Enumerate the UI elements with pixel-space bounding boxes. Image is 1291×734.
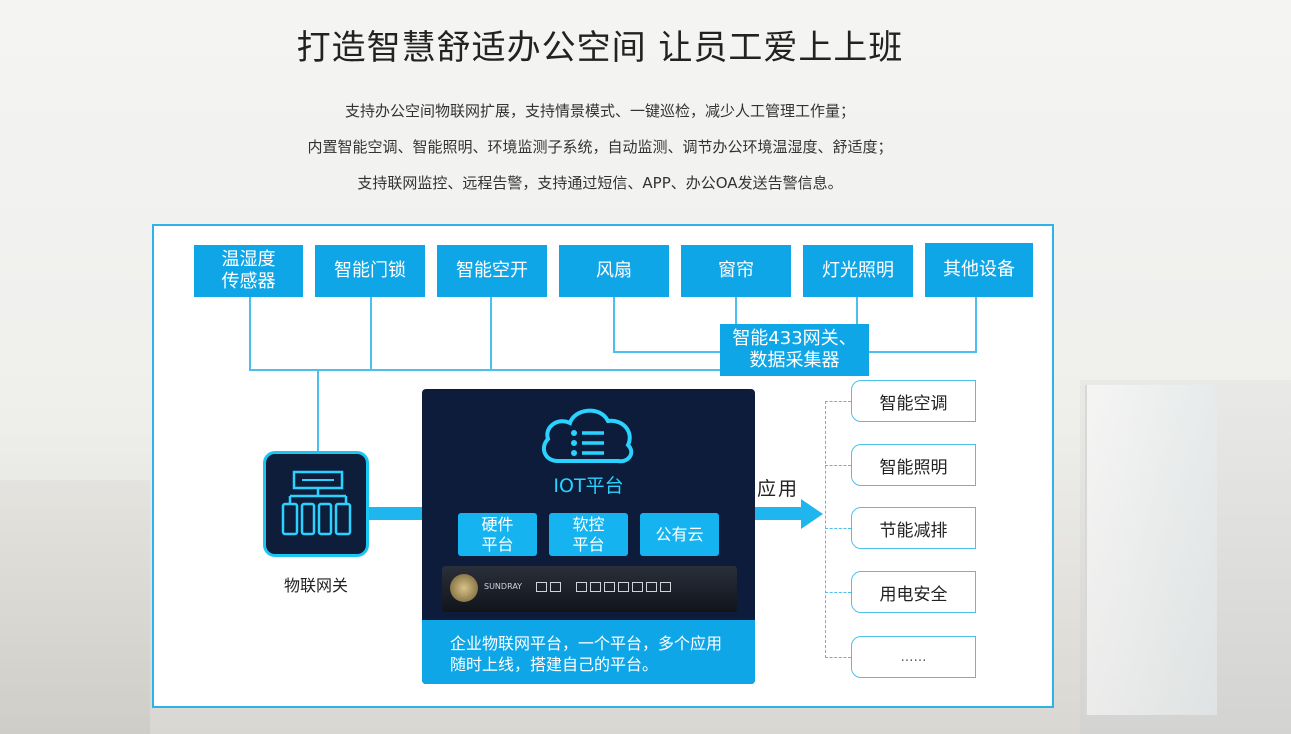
description-line-1: 支持办公空间物联网扩展，支持情景模式、一键巡检，减少人工管理工作量；	[344, 102, 855, 120]
footer-line-1: 企业物联网平台，一个平台，多个应用	[450, 634, 723, 653]
application-tree-line	[825, 401, 826, 658]
connector-line	[317, 369, 319, 451]
module-label: 公有云	[655, 524, 704, 544]
connector-line	[868, 351, 976, 353]
application-smart-ac: 智能空调	[851, 380, 976, 422]
iot-gateway-label: 物联网关	[283, 576, 348, 595]
module-label: 软控	[572, 514, 605, 534]
port-icon	[646, 582, 657, 592]
device-temp-humidity-sensor: 温湿度 传感器	[194, 245, 303, 297]
iot-platform-panel: IOT平台 硬件 平台 软控 平台 公有云 SUNDRAY 企业物联网平台，一个…	[422, 389, 755, 684]
device-fan: 风扇	[559, 245, 669, 297]
device-label: 窗帘	[718, 260, 754, 281]
device-label: 传感器	[221, 271, 276, 292]
port-icon	[590, 582, 601, 592]
application-tree-branch	[825, 528, 851, 529]
gateway-433-collector: 智能433网关、 数据采集器	[720, 324, 869, 376]
application-tree-branch	[825, 401, 851, 402]
port-icon	[576, 582, 587, 592]
device-label: 智能空开	[456, 260, 528, 281]
page-title: 打造智慧舒适办公空间 让员工爱上上班	[296, 28, 904, 68]
application-more: ……	[851, 636, 976, 678]
gateway-433-label: 智能433网关、	[732, 328, 857, 349]
cloud-icon	[541, 408, 634, 464]
port-icon	[604, 582, 615, 592]
application-arrow-shaft	[755, 507, 803, 520]
gateway-server-icon	[281, 470, 352, 536]
module-public-cloud: 公有云	[640, 513, 719, 556]
description-line-2: 内置智能空调、智能照明、环境监测子系统，自动监测、调节办公环境温湿度、舒适度；	[307, 138, 893, 156]
device-curtain: 窗帘	[681, 245, 791, 297]
application-tree-branch	[825, 592, 851, 593]
background-glass-door	[1085, 385, 1217, 715]
iot-gateway-icon	[263, 451, 369, 557]
application-tree-branch	[825, 657, 851, 658]
device-label: 智能门锁	[334, 260, 406, 281]
application-tree-branch	[825, 465, 851, 466]
module-software-platform: 软控 平台	[549, 513, 628, 556]
device-brand: SUNDRAY	[484, 582, 523, 591]
module-label: 平台	[481, 534, 514, 554]
iot-platform-label: IOT平台	[553, 475, 624, 497]
application-arrow-head-icon	[801, 499, 823, 529]
connector-line	[370, 297, 372, 370]
applications-title: 应用	[757, 478, 800, 500]
footer-line-2: 随时上线，搭建自己的平台。	[450, 655, 659, 674]
gateway-433-label: 数据采集器	[749, 350, 840, 371]
device-other: 其他设备	[925, 243, 1033, 297]
device-label: 其他设备	[943, 259, 1015, 280]
connector-line	[856, 297, 858, 324]
port-icon	[550, 582, 561, 592]
device-label: 灯光照明	[822, 260, 894, 281]
iot-platform-footer: 企业物联网平台，一个平台，多个应用 随时上线，搭建自己的平台。	[422, 620, 755, 684]
connector-line	[613, 351, 721, 353]
application-power-safety: 用电安全	[851, 571, 976, 613]
device-logo-icon	[450, 574, 478, 602]
device-smart-lock: 智能门锁	[315, 245, 425, 297]
device-lighting: 灯光照明	[803, 245, 913, 297]
connector-line	[735, 297, 737, 324]
module-hardware-platform: 硬件 平台	[458, 513, 537, 556]
port-icon	[536, 582, 547, 592]
connector-line	[613, 297, 615, 353]
device-smart-breaker: 智能空开	[437, 245, 547, 297]
device-label: 温湿度	[221, 249, 276, 270]
port-icon	[618, 582, 629, 592]
port-icon	[660, 582, 671, 592]
device-label: 风扇	[596, 260, 632, 281]
background-office-left	[0, 480, 150, 734]
connector-line	[249, 297, 251, 370]
port-icon	[632, 582, 643, 592]
server-appliance-image: SUNDRAY	[442, 566, 737, 612]
module-label: 平台	[572, 534, 605, 554]
application-smart-lighting: 智能照明	[851, 444, 976, 486]
module-label: 硬件	[481, 514, 514, 534]
connector-line	[490, 297, 492, 370]
connector-line	[975, 297, 977, 353]
connector-line	[249, 369, 721, 371]
application-energy-saving: 节能减排	[851, 507, 976, 549]
description-line-3: 支持联网监控、远程告警，支持通过短信、APP、办公OA发送告警信息。	[357, 174, 843, 192]
gateway-platform-connector	[369, 507, 422, 520]
